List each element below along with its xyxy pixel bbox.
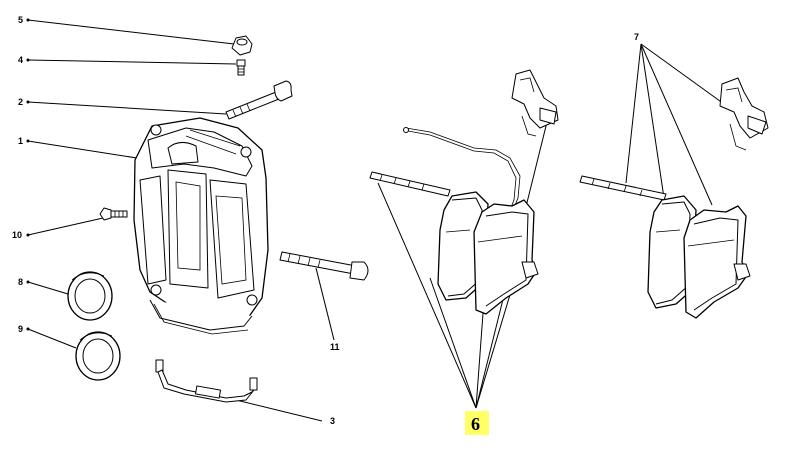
leader-6a <box>377 182 477 409</box>
callout-7-label: 7 <box>634 32 639 42</box>
callout-11-label: 11 <box>330 342 340 352</box>
leader-3 <box>235 399 323 422</box>
guide-pin-part-11 <box>279 251 369 281</box>
leader-6b <box>429 277 477 409</box>
leader-11 <box>315 267 335 341</box>
leader-7b <box>640 43 665 199</box>
callout-1-label: 1 <box>18 136 23 146</box>
leader-lines <box>26 18 725 422</box>
callout-5-label: 5 <box>18 15 23 25</box>
bleed-cap-part-5 <box>231 35 253 56</box>
callout-10-label: 10 <box>12 230 22 240</box>
callout-3-label: 3 <box>330 416 335 426</box>
leader-7d <box>640 43 725 105</box>
brake-pad-set-part-6 <box>369 69 559 315</box>
brake-pad-kit-part-7 <box>579 77 769 319</box>
leader-5 <box>27 19 235 45</box>
callout-2-label: 2 <box>18 97 23 107</box>
callout-6-label: 6 <box>471 414 480 434</box>
leader-6c <box>475 299 485 409</box>
callout-9-label: 9 <box>18 324 23 334</box>
caliper-bolt-part-2 <box>225 80 293 120</box>
brake-caliper-part-1 <box>133 117 269 335</box>
leader-1 <box>27 140 138 159</box>
seal-ring-part-8 <box>67 271 113 321</box>
leader-2 <box>27 101 227 115</box>
leader-4 <box>27 59 237 65</box>
callout-8-label: 8 <box>18 277 23 287</box>
bleed-screw-part-4 <box>236 59 246 76</box>
screw-part-10 <box>99 207 128 221</box>
leader-10 <box>27 217 104 236</box>
leader-9 <box>27 328 77 349</box>
leader-8 <box>27 281 69 295</box>
leader-7a <box>625 43 642 184</box>
dust-seal-part-9 <box>75 331 121 381</box>
callout-6-highlight <box>465 411 489 435</box>
leader-7c <box>640 43 713 206</box>
callout-4-label: 4 <box>18 55 23 65</box>
brake-pipe-part-3 <box>155 359 258 403</box>
